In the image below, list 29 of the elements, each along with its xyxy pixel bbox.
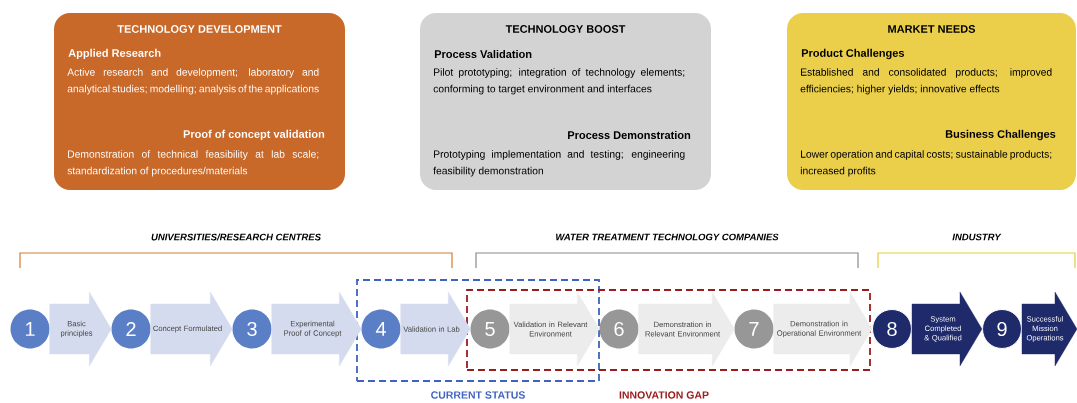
box-heading: TECHNOLOGY DEVELOPMENT	[117, 25, 282, 33]
step-chevron	[49, 291, 112, 367]
step-chevron	[638, 291, 735, 367]
group-label: UNIVERSITIES/RESEARCH CENTRES	[151, 233, 321, 241]
group-label: INDUSTRY	[952, 233, 1002, 241]
section-heading: Process Validation	[434, 49, 532, 59]
description-text: Active research and development; laboratory and analytical studies; modelling; analysis of the applications	[67, 68, 319, 95]
box-heading: TECHNOLOGY BOOST	[505, 25, 626, 33]
section-heading: Process Demonstration	[568, 130, 691, 140]
description-text: Prototyping implementation and testing; engineering feasibility demonstration	[433, 150, 685, 177]
description-text: Pilot prototyping; integration of technology elements; conforming to target environment and interfaces	[433, 68, 685, 95]
step-chevron	[400, 291, 471, 367]
description-text: Demonstration of technical feasibility at lab scale; standardization of procedures/materials	[67, 150, 319, 177]
step-chevron	[271, 291, 362, 367]
section-heading: Product Challenges	[801, 48, 905, 60]
group-label: WATER TREATMENT TECHNOLOGY COMPANIES	[556, 233, 779, 241]
section-heading: Business Challenges	[945, 129, 1056, 141]
step-chevron	[509, 291, 600, 367]
step-chevron	[1021, 291, 1077, 367]
step-chevron	[911, 291, 983, 367]
section-heading: Proof of concept validation	[183, 129, 325, 141]
step-chevron	[150, 291, 233, 367]
frame-label: INNOVATION GAP	[619, 391, 709, 399]
description-text: Established and consolidated products; improved efficiencies; higher yields; innovative effects	[800, 68, 1052, 95]
frame-label: CURRENT STATUS	[431, 391, 525, 399]
box-heading: MARKET NEEDS	[888, 25, 976, 33]
description-text: Lower operation and capital costs; sustainable products; increased profits	[800, 150, 1052, 177]
section-heading: Applied Research	[68, 48, 161, 60]
step-chevron	[773, 291, 873, 367]
